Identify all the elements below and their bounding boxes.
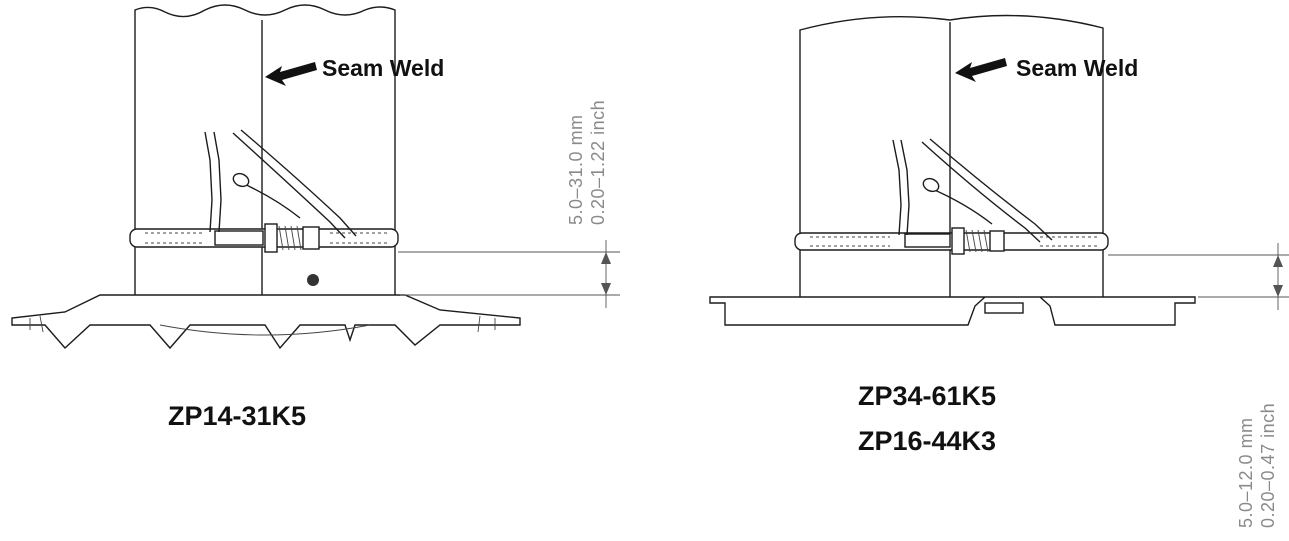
left-bolt-dot [307, 274, 319, 286]
right-seam-weld-callout: Seam Weld [955, 55, 1138, 82]
left-dim-inch-label: 0.20–1.22 inch [588, 100, 608, 225]
right-arrow-icon [955, 58, 1007, 82]
left-seam-weld-callout: Seam Weld [265, 55, 444, 86]
right-dimension: 5.0–12.0 mm 0.20–0.47 inch [1108, 243, 1289, 528]
right-compressor-drawing: 5.0–12.0 mm 0.20–0.47 inch Seam Weld ZP3… [709, 14, 1289, 528]
left-arrow-icon [265, 62, 317, 86]
right-dim-inch-label: 0.20–0.47 inch [1258, 403, 1278, 528]
left-seam-weld-label: Seam Weld [322, 55, 444, 81]
right-compressor-shell [799, 14, 1104, 297]
left-mounting-base [11, 294, 521, 350]
right-dim-mm-label: 5.0–12.0 mm [1236, 417, 1256, 528]
left-compressor-drawing: 5.0–31.0 mm 0.20–1.22 inch Seam Weld ZP1… [11, 4, 620, 431]
right-mounting-base [709, 296, 1196, 326]
right-model-label-1: ZP34-61K5 [858, 381, 996, 411]
left-heater-band [129, 223, 399, 253]
right-seam-weld-label: Seam Weld [1016, 55, 1138, 81]
right-heater-band [794, 227, 1109, 255]
right-model-label-2: ZP16-44K3 [858, 426, 996, 456]
left-dimension: 5.0–31.0 mm 0.20–1.22 inch [398, 100, 620, 308]
right-heater-wires [892, 138, 1053, 243]
left-dim-mm-label: 5.0–31.0 mm [566, 114, 586, 225]
left-model-label: ZP14-31K5 [168, 401, 306, 431]
left-heater-wires [204, 129, 357, 239]
